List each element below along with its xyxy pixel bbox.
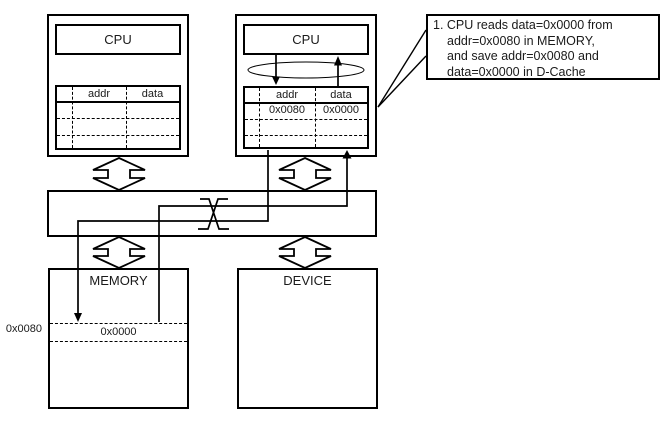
cpu-left-cache-table: addr data: [55, 85, 181, 150]
callout-line-4: data=0x0000 in D-Cache: [447, 64, 586, 79]
cache-row1-addr-value: 0x0080: [268, 104, 306, 116]
memory-block: MEMORY 0x0000: [48, 268, 189, 409]
memory-row-divider-bottom: [50, 341, 187, 342]
memory-address-label: 0x0080: [5, 323, 42, 335]
cache-row1-data-value: 0x0000: [322, 104, 360, 116]
cache-column-divider: [315, 88, 316, 147]
cpu-left-block: CPU addr data: [47, 14, 189, 157]
memory-label: MEMORY: [89, 273, 148, 288]
callout-pointer-line: [377, 29, 427, 108]
cache-header-addr: addr: [87, 88, 111, 100]
cache-header-addr: addr: [275, 89, 299, 101]
cache-header-underline: [57, 101, 179, 103]
callout-line-3: and save addr=0x0080 and: [447, 49, 599, 63]
double-arrow-icon-cpu-left-bus: [92, 157, 146, 191]
callout-line-2: addr=0x0080 in MEMORY,: [447, 33, 595, 48]
cache-column-divider: [259, 88, 260, 147]
cpu-left-box: CPU: [55, 24, 181, 55]
double-arrow-icon-bus-memory: [92, 236, 146, 269]
callout-line-1: 1. CPU reads data=0x0000 from: [433, 18, 613, 32]
cpu-right-cache-table: addr data 0x0080 0x0000: [243, 86, 369, 149]
callout-pointer-line: [377, 55, 427, 108]
cache-header-underline: [245, 102, 367, 104]
cache-row-divider: [245, 119, 367, 120]
device-label: DEVICE: [283, 273, 332, 288]
cpu-right-box: CPU: [243, 24, 369, 55]
memory-row-value: 0x0000: [100, 326, 137, 338]
cpu-right-block: CPU addr data 0x0080 0x0000: [235, 14, 377, 157]
cache-header-data: data: [141, 88, 164, 100]
cache-header-data: data: [330, 89, 352, 101]
cache-row-divider: [57, 135, 179, 136]
double-arrow-icon-bus-device: [278, 236, 332, 269]
device-block: DEVICE: [237, 268, 378, 409]
cache-column-divider: [126, 87, 127, 148]
cpu-left-label: CPU: [104, 32, 132, 47]
cache-row-divider: [57, 118, 179, 119]
memory-row-divider-top: [50, 323, 187, 324]
bus-block: [47, 190, 377, 237]
callout-note: 1. CPU reads data=0x0000 from addr=0x008…: [426, 14, 660, 80]
cpu-right-label: CPU: [292, 32, 320, 47]
double-arrow-icon-cpu-right-bus: [278, 157, 332, 191]
cache-row-divider: [245, 135, 367, 136]
cache-column-divider: [72, 87, 73, 148]
